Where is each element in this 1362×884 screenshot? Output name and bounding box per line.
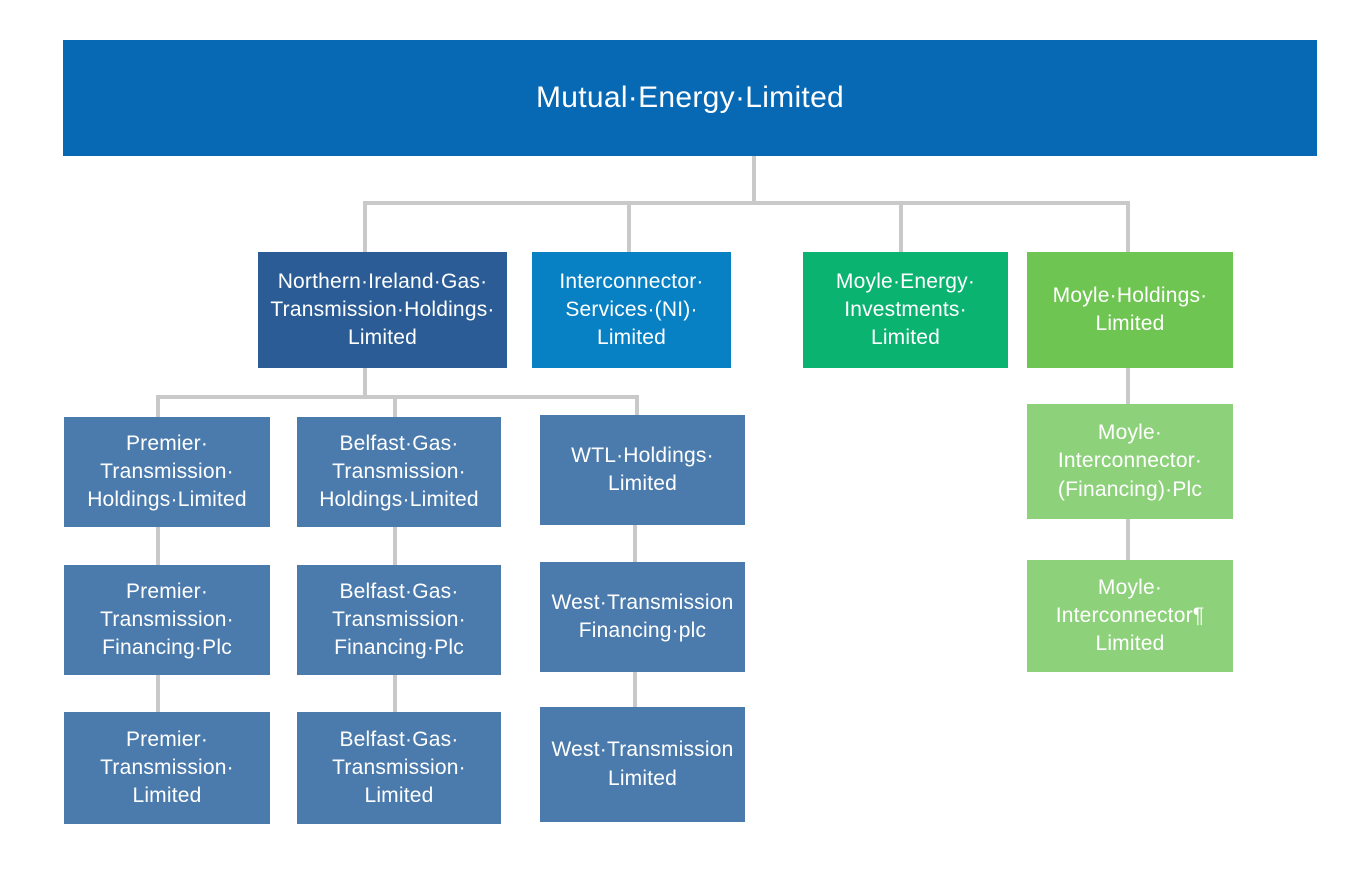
org-node-belfast-gas-transmission-financing: Belfast·Gas· Transmission· Financing·Plc [297, 565, 501, 675]
org-node-label: Mutual·Energy·Limited [535, 81, 845, 114]
connector-line [633, 525, 637, 562]
org-node-belfast-gas-transmission-limited: Belfast·Gas· Transmission· Limited [297, 712, 501, 824]
connector-line [1126, 368, 1130, 404]
org-node-west-transmission-financing: West·Transmission Financing·plc [540, 562, 745, 672]
connector-line [363, 201, 367, 252]
org-node-label: Northern·Ireland·Gas· Transmission·Holdi… [270, 269, 495, 350]
connector-line [633, 672, 637, 707]
org-node-moyle-energy-investments: Moyle·Energy· Investments· Limited [803, 252, 1008, 368]
connector-line [156, 395, 160, 417]
connector-line [156, 395, 639, 399]
org-node-label: WTL·Holdings· Limited [571, 443, 714, 495]
org-node-label: West·Transmission Financing·plc [551, 590, 734, 642]
org-node-mutual-energy-limited: Mutual·Energy·Limited [63, 40, 1317, 156]
connector-line [627, 201, 631, 252]
org-node-label: Moyle·Energy· Investments· Limited [835, 269, 976, 350]
org-node-label: Premier· Transmission· Holdings·Limited [87, 431, 247, 512]
org-node-belfast-gas-transmission-holdings: Belfast·Gas· Transmission· Holdings·Limi… [297, 417, 501, 527]
org-node-label: Belfast·Gas· Transmission· Holdings·Limi… [319, 431, 479, 512]
org-node-label: Moyle· Interconnector· (Financing)·Plc [1057, 421, 1203, 501]
connector-line [1126, 201, 1130, 252]
org-node-west-transmission-limited: West·Transmission Limited [540, 707, 745, 822]
org-node-label: West·Transmission Limited [551, 738, 734, 790]
org-node-label: Premier· Transmission· Limited [100, 727, 234, 808]
org-node-label: Interconnector· Services·(NI)· Limited [559, 269, 704, 350]
org-node-label: Premier· Transmission· Financing·Plc [100, 579, 234, 660]
org-node-moyle-holdings: Moyle·Holdings· Limited [1027, 252, 1233, 368]
connector-line [635, 395, 639, 415]
connector-line [899, 201, 903, 252]
org-node-label: Belfast·Gas· Transmission· Limited [332, 727, 466, 808]
org-node-label: Moyle· Interconnector¶ Limited [1055, 575, 1205, 656]
org-node-interconnector-services-ni: Interconnector· Services·(NI)· Limited [532, 252, 731, 368]
connector-line [393, 675, 397, 712]
connector-line [363, 368, 367, 397]
org-node-label: Moyle·Holdings· Limited [1052, 283, 1208, 335]
org-node-moyle-interconnector-financing: Moyle· Interconnector· (Financing)·Plc [1027, 404, 1233, 519]
connector-line [393, 395, 397, 417]
connector-line [1126, 519, 1130, 560]
connector-line [393, 527, 397, 565]
org-node-premier-transmission-holdings: Premier· Transmission· Holdings·Limited [64, 417, 270, 527]
connector-line [363, 201, 1130, 205]
connector-line [156, 675, 160, 712]
org-node-premier-transmission-limited: Premier· Transmission· Limited [64, 712, 270, 824]
connector-line [752, 156, 756, 205]
org-node-wtl-holdings: WTL·Holdings· Limited [540, 415, 745, 525]
connector-line [156, 527, 160, 565]
org-node-premier-transmission-financing: Premier· Transmission· Financing·Plc [64, 565, 270, 675]
org-node-northern-ireland-gas-transmission-holdings: Northern·Ireland·Gas· Transmission·Holdi… [258, 252, 507, 368]
org-node-label: Belfast·Gas· Transmission· Financing·Plc [332, 579, 466, 660]
org-node-moyle-interconnector-limited: Moyle· Interconnector¶ Limited [1027, 560, 1233, 672]
